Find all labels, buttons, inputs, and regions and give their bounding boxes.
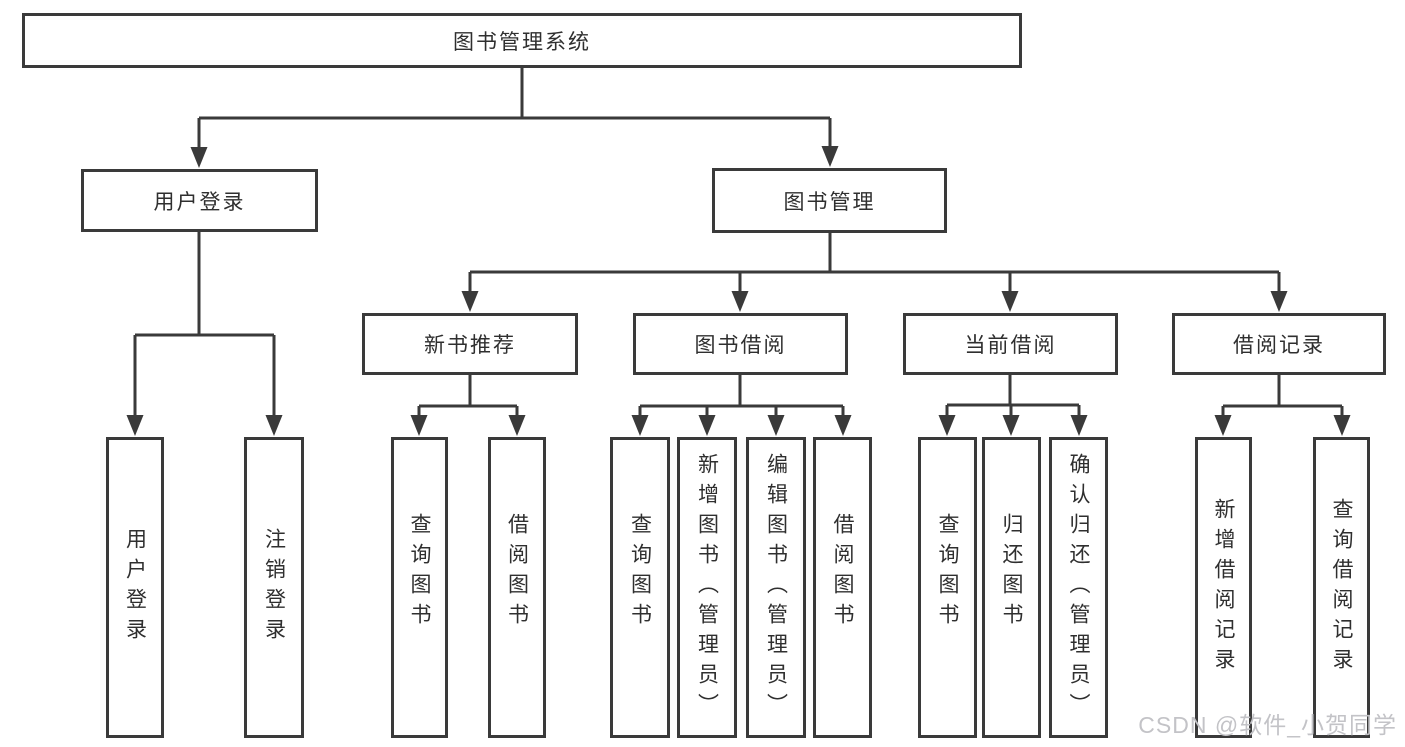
node-label: 借阅图书	[831, 512, 854, 633]
leaf-add-books-admin: 新增图书（管理员）	[677, 437, 737, 738]
leaf-logout: 注销登录	[244, 437, 304, 738]
node-label: 新增图书（管理员）	[695, 452, 719, 723]
node-label: 图书借阅	[694, 334, 787, 357]
leaf-query-books-recommend: 查询图书	[391, 437, 448, 738]
arrowhead-icons	[126, 146, 1351, 436]
node-current-borrowing: 当前借阅	[903, 313, 1118, 375]
node-borrowing-records: 借阅记录	[1172, 313, 1386, 375]
leaf-borrow-books-recommend: 借阅图书	[488, 437, 546, 738]
node-label: 新书推荐	[424, 334, 516, 357]
node-label: 注销登录	[262, 527, 286, 648]
node-label: 借阅记录	[1233, 334, 1325, 357]
node-label: 查询图书	[628, 512, 652, 633]
node-label: 图书管理系统	[453, 30, 591, 54]
leaf-return-books: 归还图书	[982, 437, 1041, 738]
node-label: 查询图书	[408, 512, 431, 633]
leaf-borrow-books: 借阅图书	[813, 437, 872, 738]
leaf-confirm-return-admin: 确认归还（管理员）	[1049, 437, 1108, 738]
node-label: 新增借阅记录	[1212, 497, 1235, 678]
leaf-add-borrow-record: 新增借阅记录	[1195, 437, 1252, 738]
leaf-user-login: 用户登录	[106, 437, 164, 738]
node-user-login: 用户登录	[81, 169, 318, 232]
leaf-query-books-borrow: 查询图书	[610, 437, 670, 738]
node-new-book-recommend: 新书推荐	[362, 313, 578, 375]
csdn-watermark: CSDN @软件_小贺同学	[1138, 712, 1397, 738]
node-book-management: 图书管理	[712, 168, 947, 233]
node-label: 确认归还（管理员）	[1067, 452, 1090, 723]
node-book-borrowing: 图书借阅	[633, 313, 848, 375]
node-label: 图书管理	[783, 190, 876, 214]
node-label: 借阅图书	[505, 512, 529, 633]
leaf-query-books-current: 查询图书	[918, 437, 977, 738]
node-label: 编辑图书（管理员）	[764, 452, 788, 723]
node-library-management-system: 图书管理系统	[22, 13, 1022, 68]
leaf-edit-books-admin: 编辑图书（管理员）	[746, 437, 806, 738]
node-label: 查询借阅记录	[1330, 497, 1353, 678]
leaf-query-borrow-record: 查询借阅记录	[1313, 437, 1370, 738]
node-label: 当前借阅	[964, 334, 1057, 357]
node-label: 归还图书	[1000, 512, 1023, 633]
node-label: 用户登录	[123, 527, 147, 648]
node-label: 用户登录	[153, 190, 246, 214]
node-label: 查询图书	[936, 512, 959, 633]
